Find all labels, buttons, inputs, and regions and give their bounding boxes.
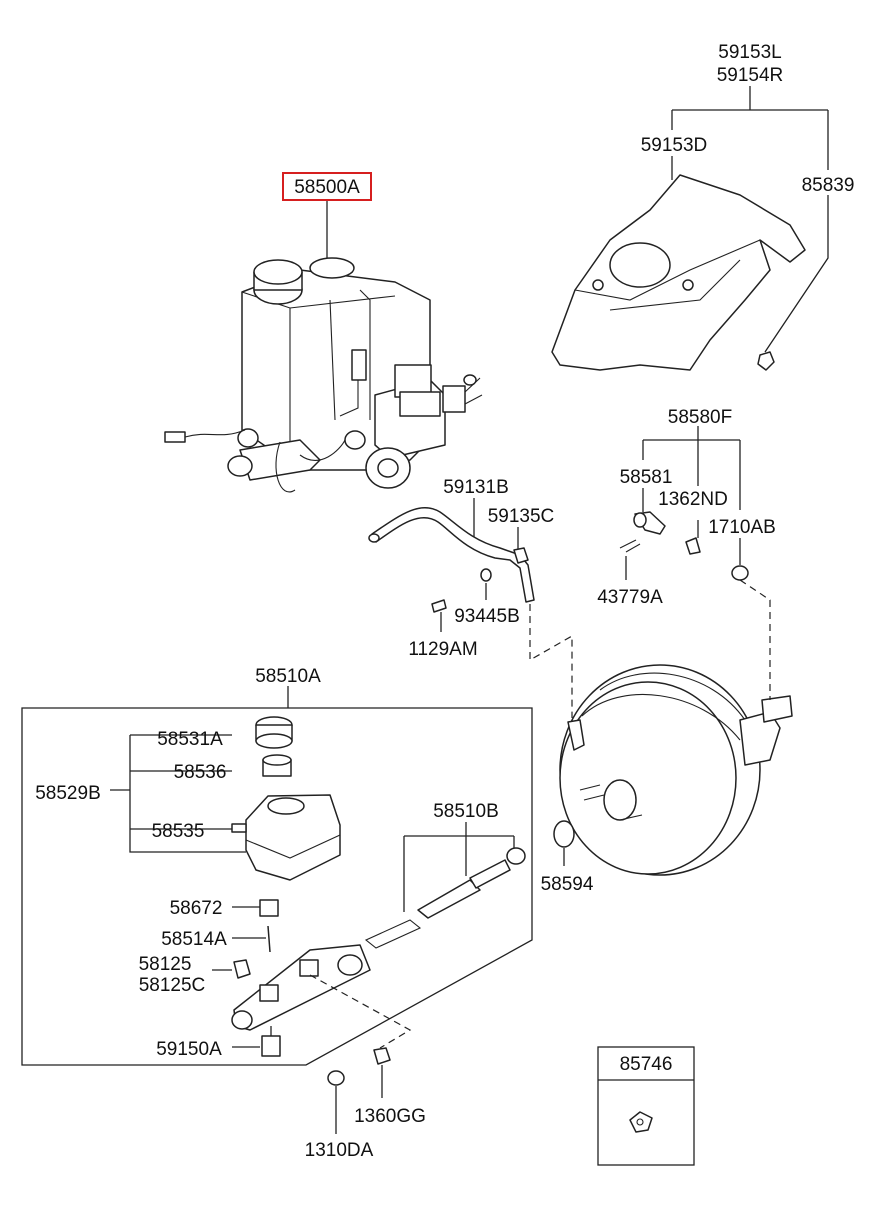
label-93445B[interactable]: 93445B (454, 606, 520, 627)
label-58510A[interactable]: 58510A (255, 666, 321, 687)
label-58672[interactable]: 58672 (170, 898, 223, 919)
label-58125[interactable]: 58125 (139, 954, 192, 975)
label-85839[interactable]: 85839 (802, 175, 855, 196)
label-85746[interactable]: 85746 (620, 1054, 673, 1075)
label-59131B[interactable]: 59131B (443, 477, 509, 498)
label-1710AB[interactable]: 1710AB (708, 517, 776, 538)
brake-booster-drawing (553, 579, 793, 876)
selected-part-highlight (282, 172, 372, 201)
label-58510B[interactable]: 58510B (433, 801, 499, 822)
label-58580F[interactable]: 58580F (668, 407, 732, 428)
heat-shield-drawing (551, 86, 829, 371)
label-58594[interactable]: 58594 (541, 874, 594, 895)
label-43779A[interactable]: 43779A (597, 587, 663, 608)
clevis-pin-set-drawing (619, 426, 749, 581)
label-59154R[interactable]: 59154R (717, 65, 784, 86)
label-1129AM[interactable]: 1129AM (408, 639, 477, 660)
label-58500A[interactable]: 58500A (294, 177, 360, 198)
abs-hydraulic-unit-drawing (164, 200, 483, 493)
vacuum-hose-drawing (368, 498, 573, 718)
inset-part-box (597, 1046, 695, 1166)
mounting-nuts-drawing (327, 1047, 391, 1134)
label-59135C[interactable]: 59135C (488, 506, 555, 527)
label-58514A[interactable]: 58514A (161, 929, 227, 950)
label-59153D[interactable]: 59153D (641, 135, 708, 156)
label-1362ND[interactable]: 1362ND (658, 489, 728, 510)
label-58125C[interactable]: 58125C (139, 975, 206, 996)
label-1360GG[interactable]: 1360GG (354, 1106, 426, 1127)
label-58529B[interactable]: 58529B (35, 783, 101, 804)
master-cylinder-group-drawing (21, 686, 533, 1066)
label-58581[interactable]: 58581 (620, 467, 673, 488)
label-59153L[interactable]: 59153L (718, 42, 781, 63)
label-58531A[interactable]: 58531A (157, 729, 223, 750)
label-58536[interactable]: 58536 (174, 762, 227, 783)
label-58535[interactable]: 58535 (152, 821, 205, 842)
label-1310DA[interactable]: 1310DA (305, 1140, 374, 1161)
label-59150A[interactable]: 59150A (156, 1039, 222, 1060)
